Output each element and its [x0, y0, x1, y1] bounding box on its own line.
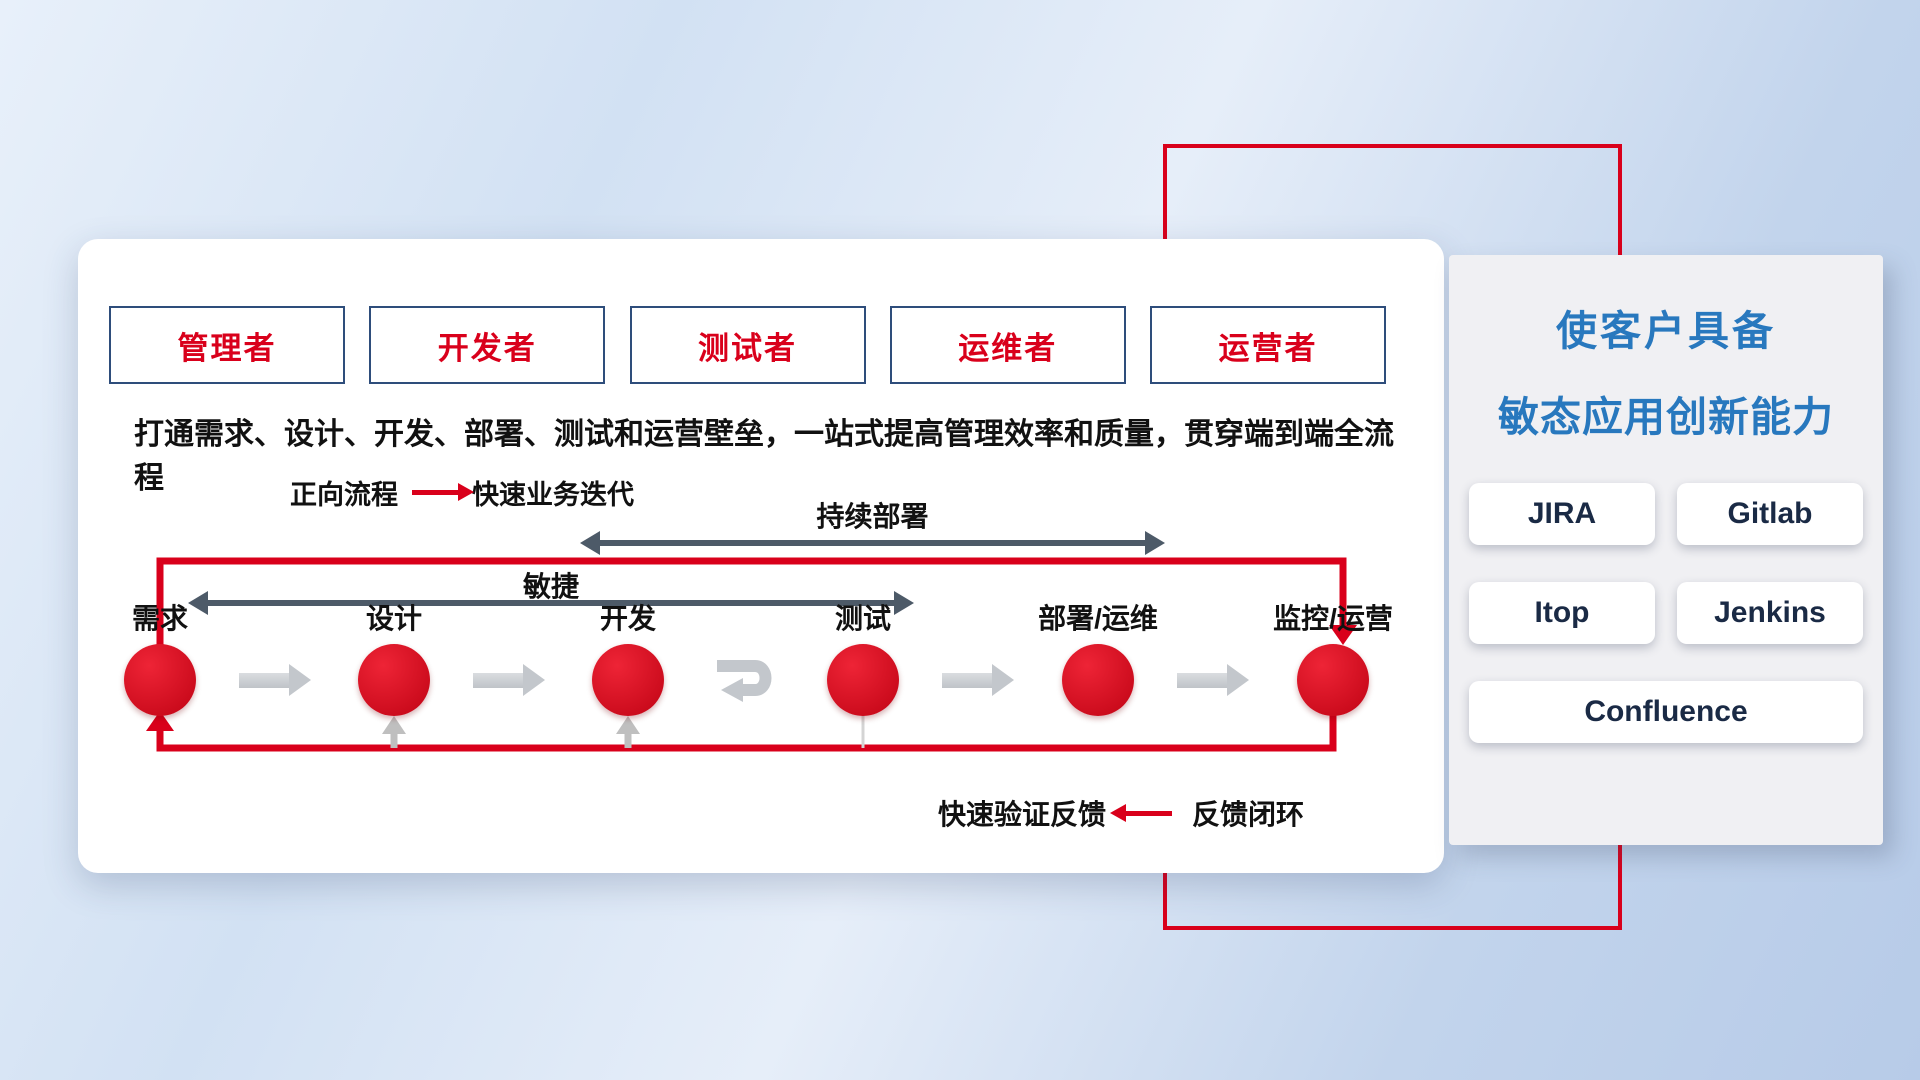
- feedback-arrow-icon: [1110, 803, 1173, 822]
- forward-flow-legend: 正向流程 快速业务迭代: [290, 475, 634, 510]
- node-label-monitor-ops: 监控/运营: [1273, 603, 1393, 634]
- node-label-testing: 测试: [834, 603, 891, 634]
- node-circle-development: [592, 644, 664, 716]
- forward-flow-label: 正向流程: [290, 479, 398, 510]
- forward-arrow-icon: [412, 482, 474, 501]
- flow-description: 打通需求、设计、开发、部署、测试和运营壁垒，一站式提高管理效率和质量，贯穿端到端…: [134, 418, 1394, 495]
- role-box-ops: 运维者: [889, 306, 1126, 384]
- node-circle-testing: [827, 644, 899, 716]
- feedback-label: 反馈闭环: [1192, 799, 1305, 830]
- feedback-desc: 快速验证反馈: [938, 799, 1107, 830]
- panel-title-line2: 敏态应用创新能力: [1498, 394, 1834, 440]
- flow-arrow-icon: [473, 664, 545, 696]
- node-label-deploy-ops: 部署/运维: [1038, 603, 1158, 634]
- role-box-tester: 测试者: [629, 306, 866, 384]
- tool-itop: Itop: [1469, 582, 1655, 644]
- role-box-developer: 开发者: [369, 306, 606, 384]
- role-label: 运营者: [1218, 330, 1318, 366]
- capability-panel: 使客户具备 敏态应用创新能力 JIRA Gitlab Itop Jenkins …: [1449, 255, 1883, 845]
- continuous-deploy-arrow-icon: [580, 531, 1165, 555]
- node-label-development: 开发: [599, 603, 656, 634]
- flow-arrow-icon: [1177, 664, 1249, 696]
- node-circle-deploy-ops: [1062, 644, 1134, 716]
- roles-row: 管理者 开发者 测试者 运维者 运营者: [109, 306, 1386, 384]
- iterate-loop-icon: [717, 660, 772, 702]
- role-label: 运维者: [958, 330, 1058, 366]
- devops-flow-panel: 管理者 开发者 测试者 运维者 运营者 打通需求、设计、开发、部署、测试和运营壁…: [78, 239, 1444, 873]
- tool-jenkins: Jenkins: [1677, 582, 1863, 644]
- role-label: 开发者: [437, 330, 537, 366]
- role-box-manager: 管理者: [109, 306, 345, 384]
- role-label: 测试者: [698, 330, 797, 366]
- node-label-demand: 需求: [131, 603, 188, 634]
- tool-gitlab: Gitlab: [1677, 483, 1863, 545]
- panel-title-line1: 使客户具备: [1556, 308, 1776, 354]
- role-label: 管理者: [177, 330, 277, 366]
- node-label-design: 设计: [365, 603, 422, 634]
- node-circle-monitor-ops: [1297, 644, 1369, 716]
- tool-confluence: Confluence: [1469, 681, 1863, 743]
- forward-flow-desc: 快速业务迭代: [472, 479, 634, 510]
- role-box-operations: 运营者: [1150, 306, 1386, 384]
- feedback-legend: 快速验证反馈 反馈闭环: [938, 795, 1304, 831]
- flow-arrow-icon: [942, 664, 1014, 696]
- node-circle-design: [358, 644, 430, 716]
- node-circle-demand: [124, 644, 196, 716]
- flow-arrow-icon: [239, 664, 311, 696]
- continuous-deploy-label: 持续部署: [816, 501, 929, 532]
- tool-jira: JIRA: [1469, 483, 1655, 545]
